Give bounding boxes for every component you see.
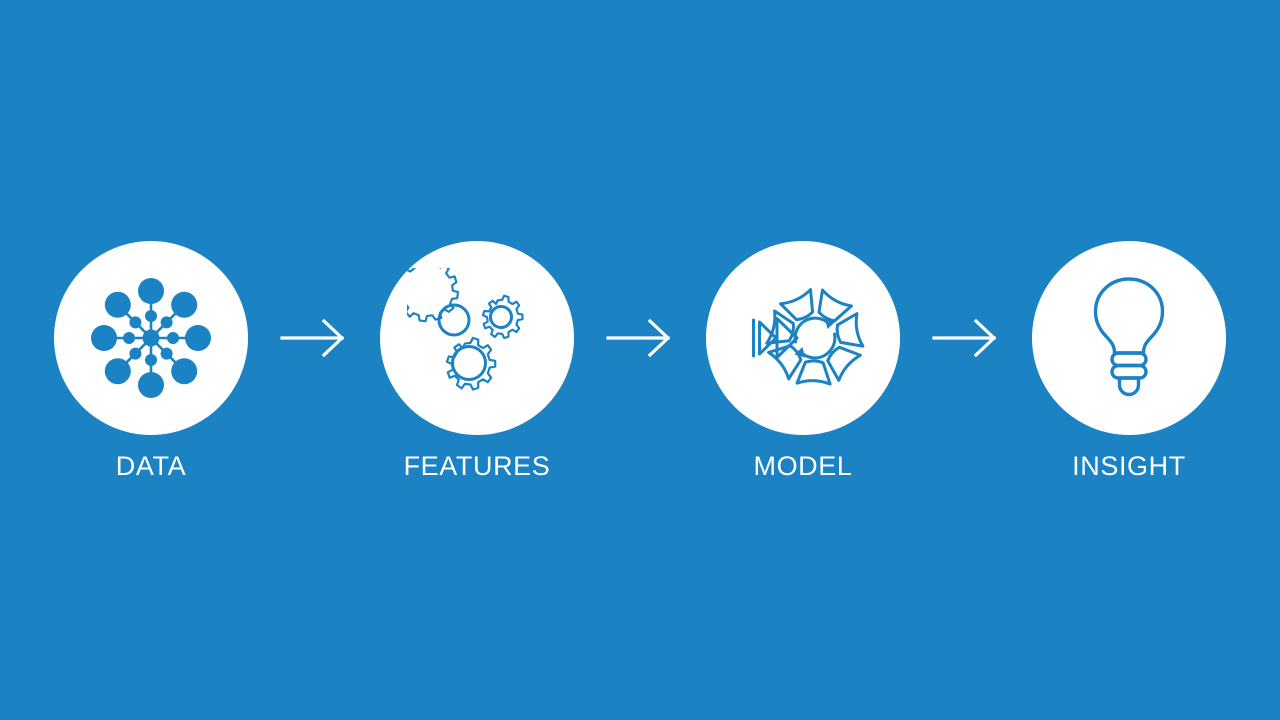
- arrow-right-icon: [606, 318, 674, 358]
- gears-icon: [407, 267, 547, 408]
- flow-step-insight[interactable]: INSIGHT: [1031, 240, 1227, 481]
- network-nodes-icon: [81, 268, 221, 408]
- flow-step-label-model: MODEL: [753, 450, 853, 481]
- icon-disc-insight: [1032, 240, 1226, 435]
- flow-step-label-insight: INSIGHT: [1072, 450, 1186, 481]
- lightbulb-icon: [1059, 268, 1199, 408]
- icon-disc-model: [706, 240, 900, 435]
- model-wheel-icon: [733, 268, 873, 408]
- flow-step-features[interactable]: FEATURES: [379, 240, 575, 481]
- flow-step-data[interactable]: DATA: [53, 240, 249, 481]
- icon-disc-data: [54, 240, 248, 435]
- flow-step-label-features: FEATURES: [403, 450, 551, 481]
- arrow-right-icon: [280, 318, 348, 358]
- flow-connector-2: [575, 241, 705, 435]
- icon-disc-features: [380, 240, 574, 435]
- flow-step-label-data: DATA: [115, 450, 187, 481]
- arrow-right-icon: [932, 318, 1000, 358]
- flow-connector-1: [249, 241, 379, 435]
- flow-connector-3: [901, 241, 1031, 435]
- flow-step-model[interactable]: MODEL: [705, 240, 901, 481]
